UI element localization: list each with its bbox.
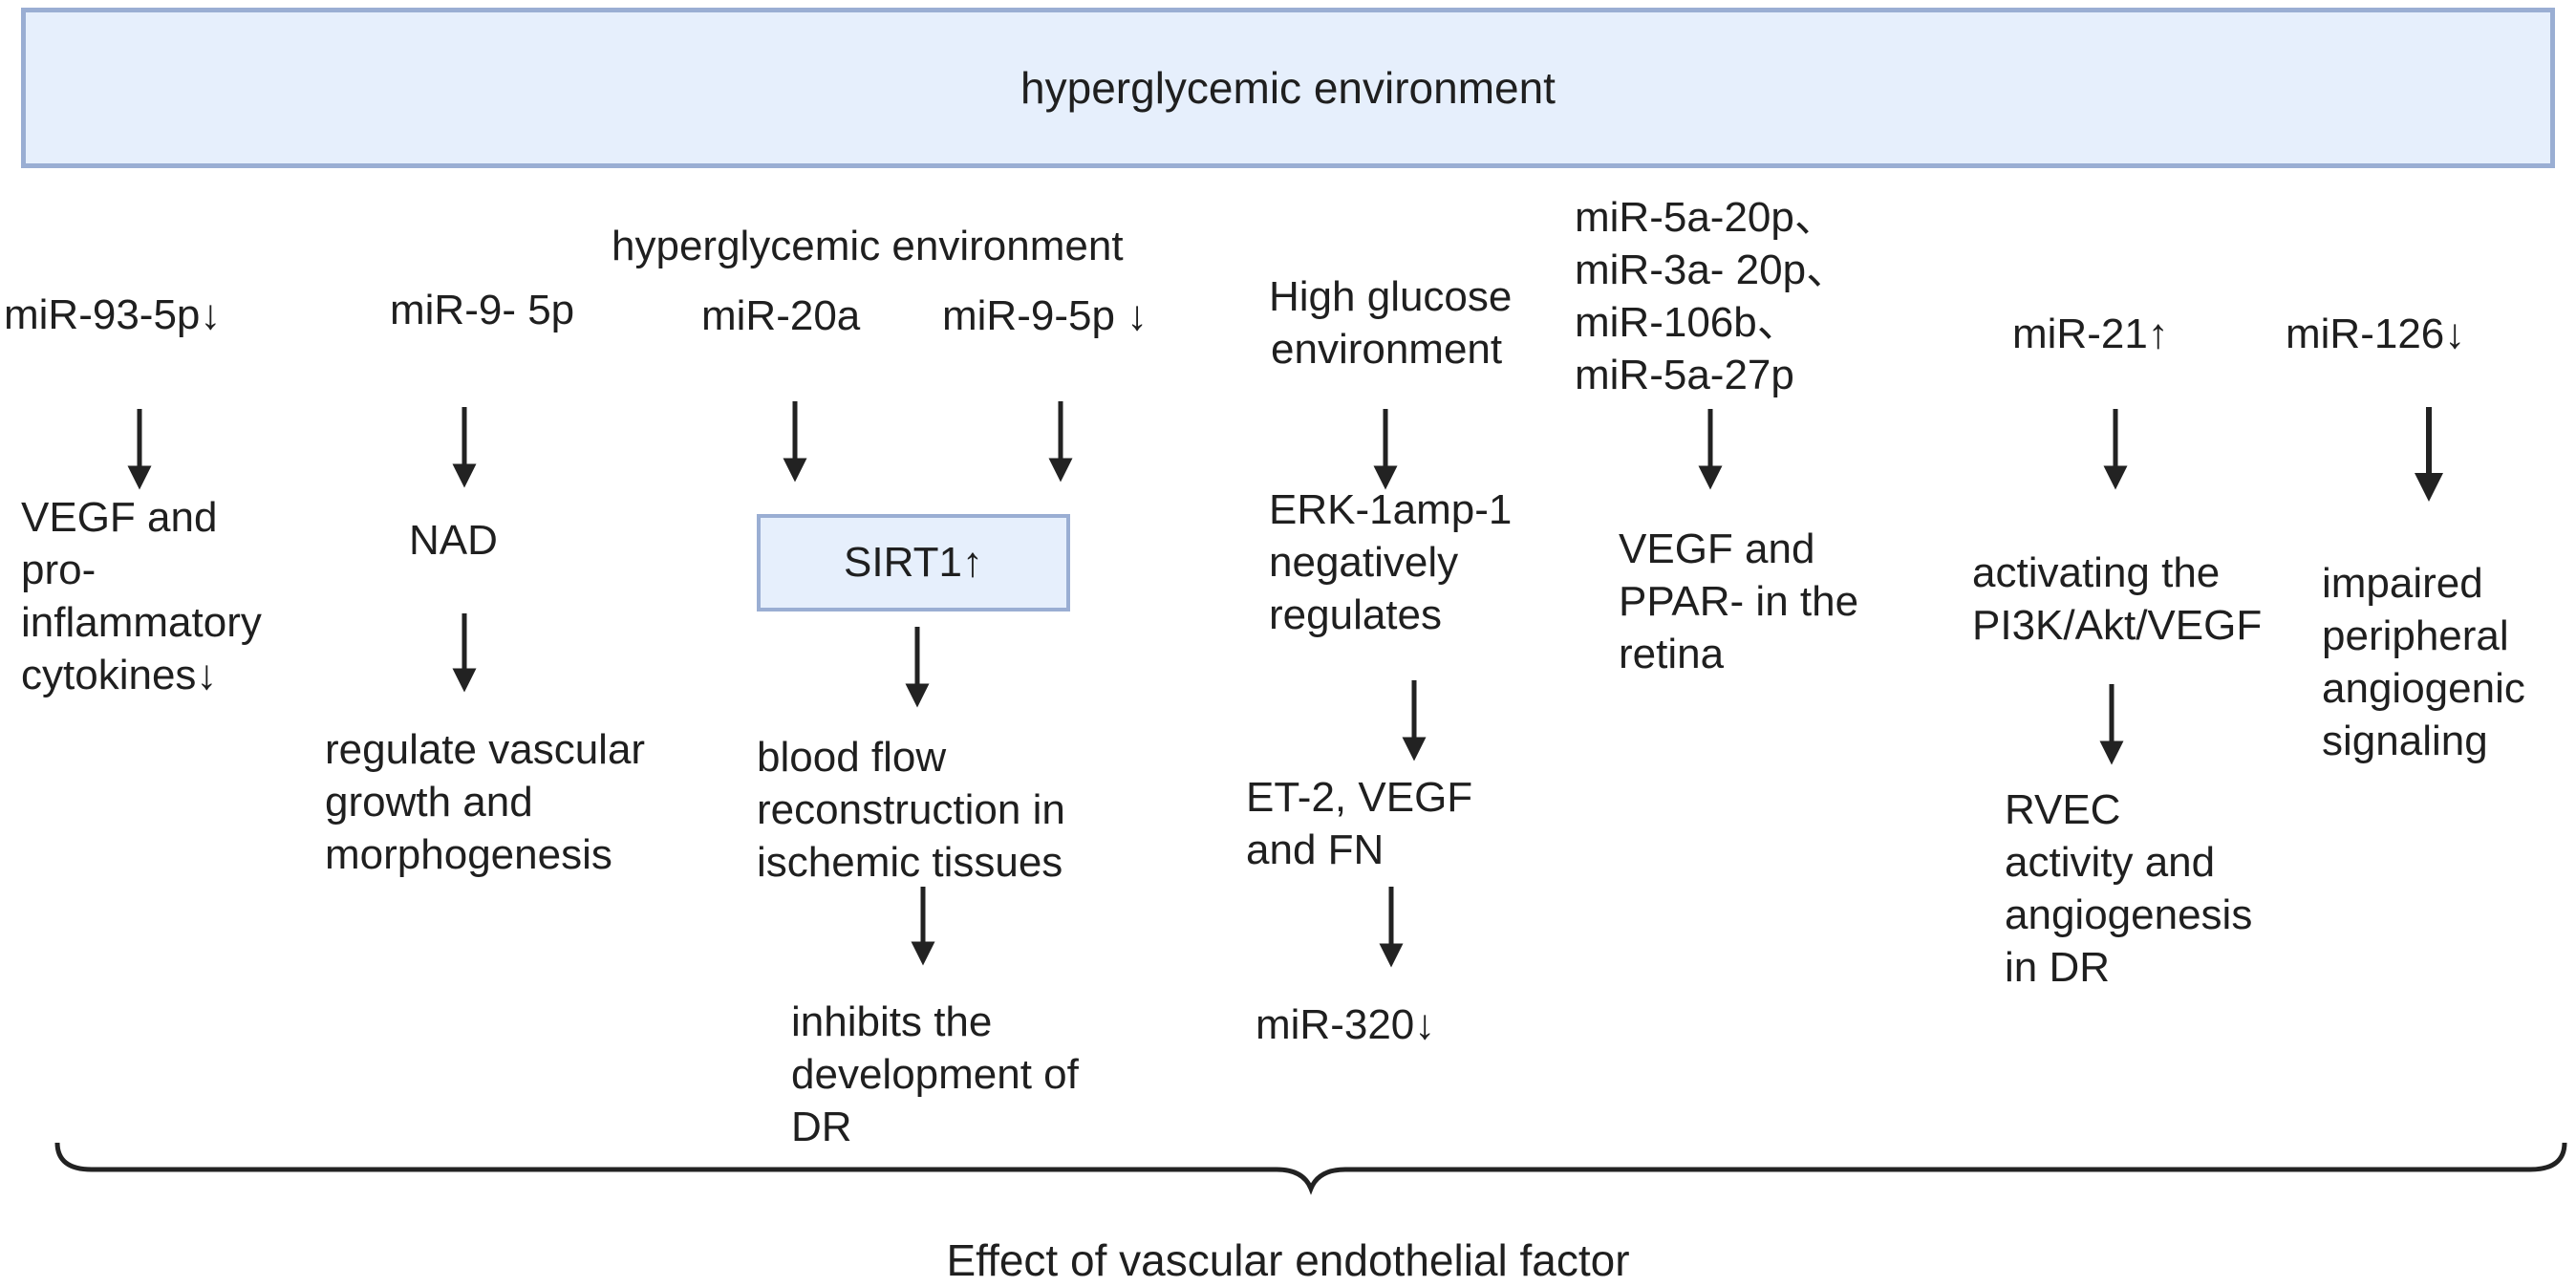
col4-step2-line-2: and FN: [1246, 826, 1385, 873]
col3-step3-line-2: development of: [791, 1051, 1079, 1098]
col2-effect-line-1: regulate vascular: [325, 726, 646, 773]
col3-condition: hyperglycemic environment: [612, 223, 1124, 269]
top-banner: hyperglycemic environment: [21, 8, 2555, 168]
sirt1-box: SIRT1↑: [757, 514, 1070, 611]
col3-step2-line-3: ischemic tissues: [757, 839, 1063, 886]
col3-step2-line-2: reconstruction in: [757, 786, 1065, 833]
col1-effect-line-1: VEGF and: [21, 494, 218, 541]
col4-condition-line-2: environment: [1271, 326, 1503, 373]
col7-effect-line-2: peripheral: [2322, 612, 2509, 659]
col4-step1-line-2: negatively: [1269, 539, 1459, 586]
col1-effect-line-2: pro-: [21, 547, 97, 593]
col2-effect-line-2: growth and: [325, 779, 533, 826]
col4-step1-line-1: ERK-1amp-1: [1269, 486, 1513, 533]
col7-effect-line-3: angiogenic: [2322, 665, 2525, 712]
col5-mirna-line-1: miR-5a-20p、: [1575, 194, 1836, 241]
col5-effect-line-2: PPAR- in the: [1619, 578, 1859, 625]
col2-effect-line-3: morphogenesis: [325, 831, 612, 878]
col6-mirna: miR-21↑: [2012, 311, 2169, 357]
col5-mirna-line-2: miR-3a- 20p、: [1575, 247, 1849, 293]
col1-effect-line-4: cytokines↓: [21, 652, 218, 698]
col4-step2-line-1: ET-2, VEGF: [1246, 774, 1473, 821]
col6-step2-line-4: in DR: [2005, 944, 2111, 991]
col3-step3-line-3: DR: [791, 1104, 852, 1150]
col6-step1-line-2: PI3K/Akt/VEGF: [1972, 602, 2263, 649]
col6-step1-line-1: activating the: [1972, 549, 2221, 596]
col4-step3: miR-320↓: [1256, 1001, 1436, 1048]
col6-step2-line-1: RVEC: [2005, 786, 2121, 833]
footer-label: Effect of vascular endothelial factor: [946, 1235, 1630, 1285]
col7-mirna: miR-126↓: [2286, 311, 2466, 357]
col5-mirna-line-3: miR-106b、: [1575, 299, 1799, 346]
col6-step2-line-3: angiogenesis: [2005, 891, 2253, 938]
col5-effect-line-3: retina: [1619, 631, 1725, 677]
col4-step1-line-3: regulates: [1269, 591, 1443, 638]
sirt1-label: SIRT1↑: [844, 539, 983, 586]
banner-title: hyperglycemic environment: [1020, 63, 1556, 113]
col7-effect-line-1: impaired: [2322, 560, 2483, 607]
col1-effect-line-3: inflammatory: [21, 599, 262, 646]
col4-condition-line-1: High glucose: [1269, 273, 1513, 320]
col3-step3-line-1: inhibits the: [791, 998, 993, 1045]
col1-mirna: miR-93-5p↓: [4, 291, 222, 338]
col3-mirna-a: miR-20a: [701, 292, 861, 339]
bottom-brace: [54, 1142, 2567, 1195]
col6-step2-line-2: activity and: [2005, 839, 2216, 886]
col5-effect-line-1: VEGF and: [1619, 526, 1815, 572]
col3-mirna-b: miR-9-5p ↓: [942, 292, 1148, 339]
col3-step2-line-1: blood flow: [757, 734, 947, 781]
col5-mirna-line-4: miR-5a-27p: [1575, 352, 1794, 398]
col2-step1: NAD: [409, 517, 498, 564]
col7-effect-line-4: signaling: [2322, 718, 2488, 764]
col2-mirna: miR-9- 5p: [390, 287, 575, 333]
